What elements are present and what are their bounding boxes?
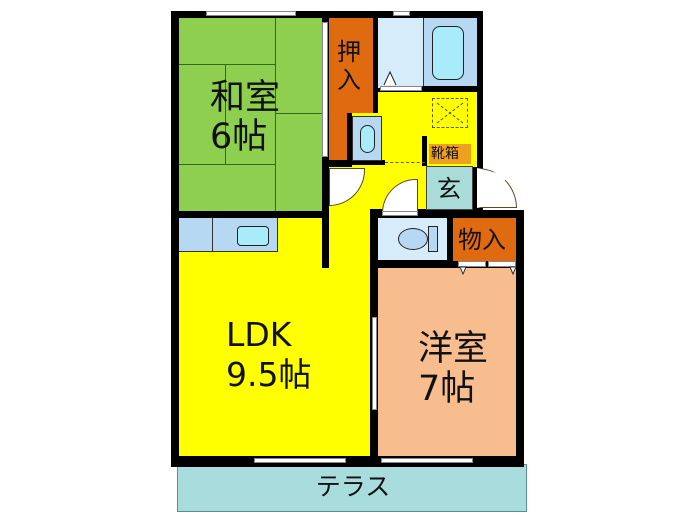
wall-segment <box>347 113 352 165</box>
ldk-size: 9.5帖 <box>226 355 312 394</box>
room-toilet <box>378 218 447 260</box>
sliding-door-yoshitsu <box>372 317 377 410</box>
yoshitsu-size: 7帖 <box>418 369 476 409</box>
wall-segment <box>422 136 427 166</box>
washitsu-size: 6帖 <box>210 117 268 157</box>
sliding-door-oshiire <box>322 22 328 157</box>
wall-segment <box>422 86 480 91</box>
wall-segment <box>322 160 385 165</box>
door-hinge-icon <box>459 266 517 276</box>
kitchen-sink <box>237 226 269 246</box>
hall-ldk-floor <box>329 263 370 268</box>
genkan: 玄 <box>426 166 473 210</box>
step-line <box>385 162 425 163</box>
washing-machine-space <box>432 98 468 128</box>
tatami-line <box>225 64 226 164</box>
toilet-tank <box>428 226 438 252</box>
washbasin-bowl <box>360 125 375 153</box>
room-washroom <box>378 18 424 88</box>
oshiire-label-1: 押 <box>337 38 361 66</box>
entry-door[interactable] <box>477 168 517 208</box>
window-washitsu <box>206 11 296 16</box>
room-washitsu: 和室 6帖 <box>179 18 322 211</box>
getabako-label: 靴箱 <box>431 146 459 162</box>
room-ldk <box>179 218 370 456</box>
tatami-line <box>275 113 322 114</box>
wall-segment <box>322 211 329 268</box>
terrace-label: テラス <box>315 472 391 501</box>
wall-segment <box>373 11 378 111</box>
window-bath <box>393 11 410 16</box>
washing-machine-cross-icon <box>436 102 464 124</box>
getabako: 靴箱 <box>429 144 471 164</box>
bathtub <box>432 26 464 80</box>
washbasin <box>352 116 382 161</box>
tatami-line <box>179 64 275 65</box>
genkan-label: 玄 <box>437 175 461 203</box>
closet-door <box>458 261 486 267</box>
tatami-line <box>275 18 276 211</box>
kitchen-counter <box>179 218 278 252</box>
window-ldk <box>254 458 346 463</box>
door-hinge-icon <box>383 70 397 86</box>
closet-door <box>488 261 516 267</box>
terrace: テラス <box>177 464 527 512</box>
washitsu-label: 和室 <box>210 78 281 118</box>
toilet-bowl <box>398 228 428 250</box>
counter-divider <box>212 218 213 252</box>
bath-door <box>380 86 422 91</box>
tatami-line <box>179 164 275 165</box>
monoire-label: 物入 <box>458 226 506 254</box>
room-bathroom <box>424 18 477 88</box>
room-monoire: 物入 <box>453 218 516 261</box>
room-yoshitsu: 洋室 7帖 <box>378 268 516 456</box>
yoshitsu-label: 洋室 <box>418 329 489 369</box>
window-yoshitsu <box>381 458 473 463</box>
toilet-door <box>382 211 418 216</box>
oshiire-label-2: 入 <box>337 66 361 94</box>
ldk-label: LDK <box>226 315 292 354</box>
